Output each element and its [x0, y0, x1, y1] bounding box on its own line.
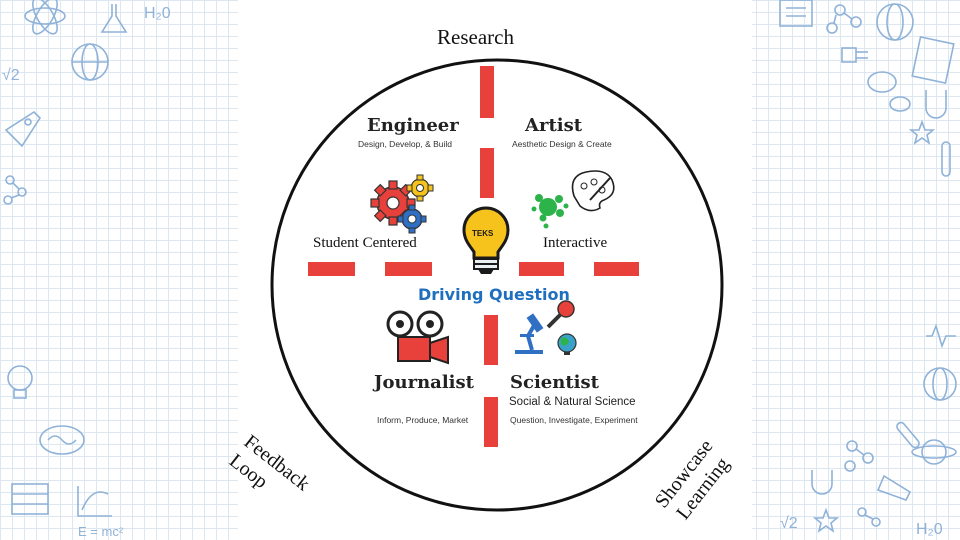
atom-icon [24, 0, 66, 35]
rocket-icon-right [876, 474, 912, 501]
driving-question-label: Driving Question [418, 285, 570, 304]
gears-icon [370, 174, 434, 234]
abacus-icon [11, 483, 49, 515]
thermometer-icon [896, 421, 920, 449]
student-centered-label: Student Centered [313, 235, 417, 251]
bulb-doodle-icon [7, 365, 33, 399]
scientist-subtitle: Question, Investigate, Experiment [510, 415, 638, 425]
graph-icon [77, 486, 112, 517]
engineer-title: Engineer [367, 115, 459, 136]
globe-doodle-icon [71, 43, 109, 81]
journalist-subtitle: Inform, Produce, Market [377, 415, 469, 425]
molecule-icon-right [826, 4, 862, 34]
molecule-icon-right2 [844, 440, 874, 472]
scientist-title: Scientist [510, 372, 599, 393]
molecule-icon-bottom [857, 507, 881, 527]
notebook-icon [911, 35, 955, 85]
artist-title: Artist [525, 115, 583, 136]
star-icon-right [812, 507, 840, 533]
brain-icon [39, 425, 85, 455]
bacteria-icon [867, 71, 911, 112]
teks-label: TEKS [472, 229, 494, 238]
journalist-title: Journalist [374, 372, 474, 393]
microscope-icon [515, 313, 544, 354]
sqrt2-text-right: √2 [780, 515, 798, 532]
planet-icon [911, 439, 957, 465]
cross-dash-h2 [385, 262, 432, 276]
plug-icon [841, 47, 868, 63]
scientist-line1: Social & Natural Science [509, 396, 636, 408]
engineer-subtitle: Design, Develop, & Build [358, 139, 453, 149]
h2o-text-right: H₂0 [916, 521, 943, 538]
cross-dash-v4 [484, 397, 498, 447]
test-tube-icon [941, 141, 951, 177]
research-label: Research [437, 25, 514, 49]
magnet-icon [925, 90, 947, 119]
rocket-icon [4, 110, 42, 148]
wave-icon [926, 323, 956, 349]
artist-subtitle: Aesthetic Design & Create [512, 139, 612, 149]
cross-dash-h1 [308, 262, 355, 276]
paint-splat-icon [531, 194, 569, 229]
flask-icon [100, 4, 128, 33]
magnet-icon-right [811, 470, 833, 495]
magnifier-icon [546, 300, 575, 329]
cross-dash-v3 [484, 315, 498, 365]
calculator-icon [779, 0, 813, 27]
molecule-icon [3, 175, 27, 205]
globe-doodle-icon-right2 [923, 367, 957, 401]
h2o-text-left: H₂0 [144, 5, 171, 22]
film-camera-icon [386, 310, 449, 365]
globe-doodle-icon-right [876, 3, 914, 41]
sqrt2-text-left: √2 [2, 67, 20, 84]
globe-icon [557, 333, 577, 355]
cycle-circle [270, 58, 724, 512]
lightbulb-icon [462, 206, 510, 274]
palette-icon [571, 170, 615, 212]
cross-dash-v1 [480, 66, 494, 118]
cross-dash-h3 [519, 262, 564, 276]
cross-dash-v2 [480, 148, 494, 198]
emc2-text: E = mc² [78, 524, 124, 539]
cross-dash-h4 [594, 262, 639, 276]
star-icon [908, 119, 936, 145]
interactive-label: Interactive [543, 235, 608, 251]
